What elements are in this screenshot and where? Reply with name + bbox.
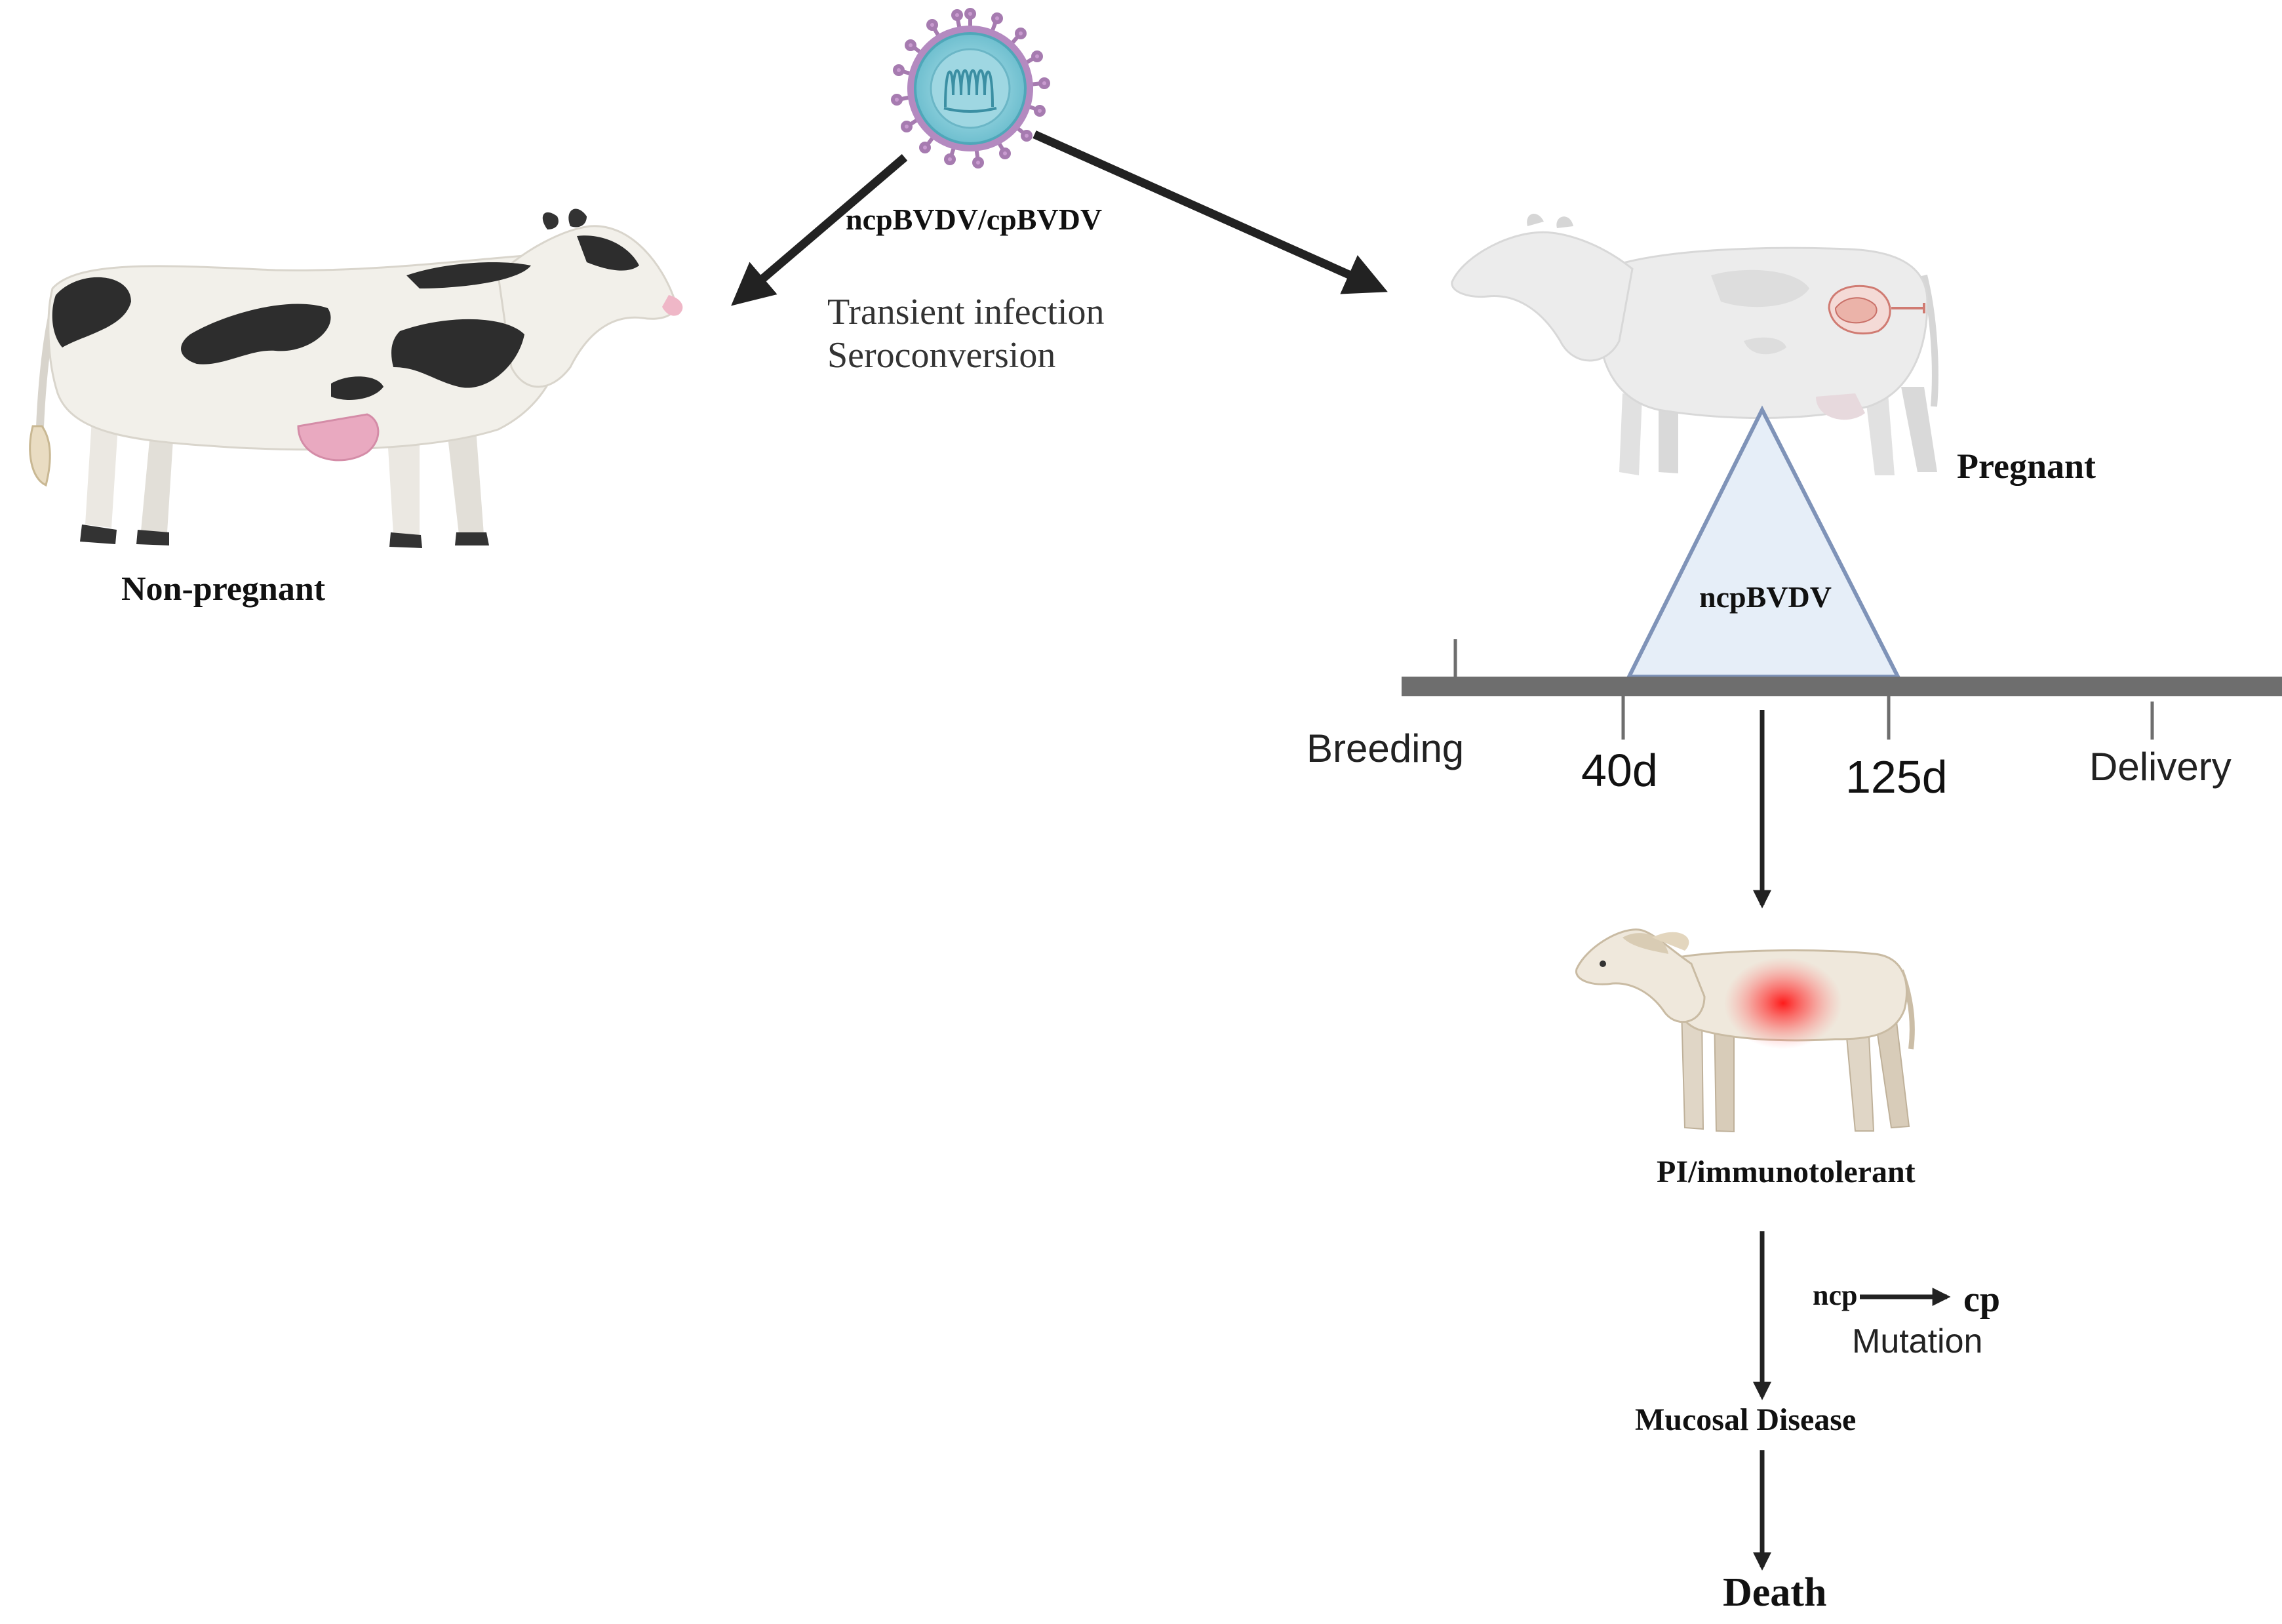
arrow-to-non-pregnant xyxy=(731,154,908,306)
non-pregnant-cow-illustration xyxy=(29,208,683,548)
seroconversion-label: Seroconversion xyxy=(827,335,1056,376)
day125-label: 125d xyxy=(1845,751,1948,802)
breeding-label: Breeding xyxy=(1307,726,1465,770)
delivery-label: Delivery xyxy=(2089,745,2232,789)
pregnant-label: Pregnant xyxy=(1957,446,2096,486)
mucosal-disease-label: Mucosal Disease xyxy=(1635,1402,1857,1437)
arrow-to-pregnant xyxy=(1033,130,1388,294)
gestation-timeline xyxy=(1402,405,2282,740)
timeline-bar xyxy=(1402,677,2282,696)
mutation-from-label: ncp xyxy=(1813,1279,1858,1311)
bvdv-virus-icon xyxy=(891,8,1050,168)
virus-strain-label: ncpBVDV/cpBVDV xyxy=(846,203,1103,236)
transient-infection-label: Transient infection xyxy=(827,292,1105,332)
death-label: Death xyxy=(1723,1570,1827,1615)
pi-calf-illustration xyxy=(1575,928,1915,1133)
mutation-label: Mutation xyxy=(1852,1322,1983,1360)
susceptibility-window-label: ncpBVDV xyxy=(1699,580,1832,614)
pi-immunotolerant-label: PI/immunotolerant xyxy=(1657,1155,1916,1189)
mutation-to-label: cp xyxy=(1963,1279,2000,1320)
non-pregnant-label: Non-pregnant xyxy=(121,570,326,608)
pregnant-cow-illustration xyxy=(1451,214,1938,475)
day40-label: 40d xyxy=(1581,745,1658,796)
